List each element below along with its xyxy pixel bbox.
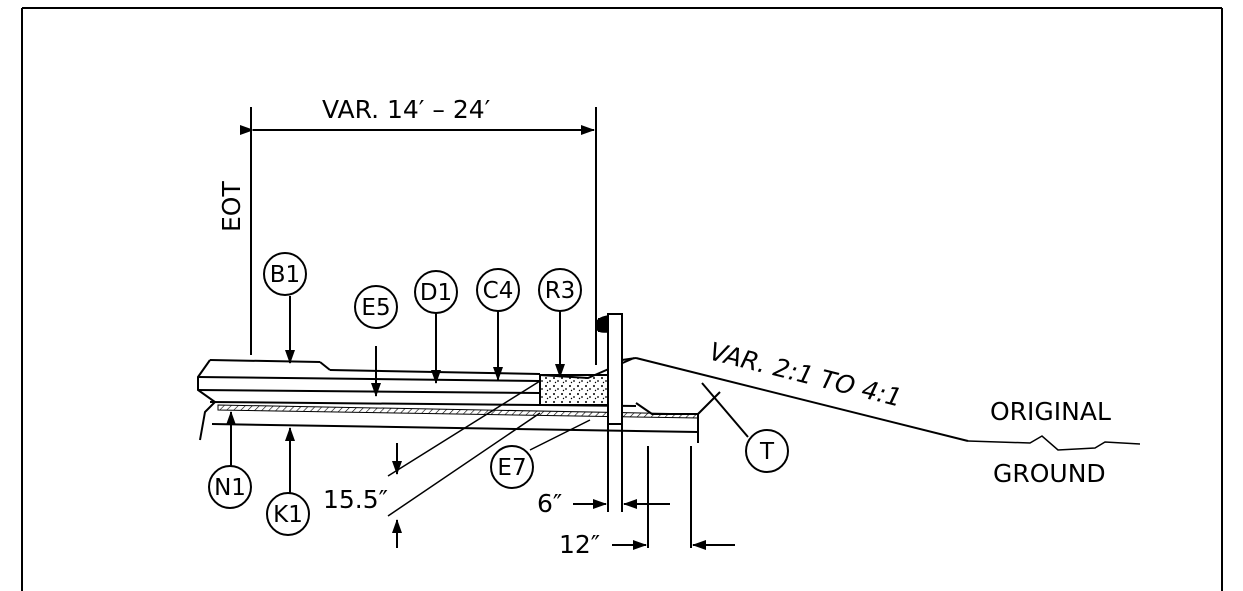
- callout-d1-label: D1: [420, 280, 452, 306]
- post-offset-label: 6″: [537, 489, 562, 518]
- slope-and-ground: [621, 357, 1141, 451]
- callout-leaders: [226, 296, 591, 495]
- callout-n1-label: N1: [214, 475, 246, 501]
- callout-e7-label: E7: [497, 455, 526, 481]
- original-ground-label-top: ORIGINAL: [990, 397, 1111, 426]
- eot-label: EOT: [217, 181, 246, 232]
- callout-k1: K1: [266, 492, 310, 536]
- callout-e5-label: E5: [361, 295, 390, 321]
- callout-r3-label: R3: [545, 278, 576, 304]
- shoulder-width-label: 12″: [559, 530, 600, 559]
- callout-t: T: [745, 429, 789, 473]
- callout-k1-label: K1: [273, 502, 303, 528]
- hatched-layer: [217, 404, 699, 419]
- depth-dimension-label: 15.5″: [323, 485, 388, 514]
- callout-b1-label: B1: [270, 262, 300, 288]
- callout-c4-label: C4: [483, 278, 514, 304]
- callout-b1: B1: [263, 252, 307, 296]
- shoulder-block-r3: [539, 374, 609, 406]
- drawing-frame: [21, 7, 1223, 591]
- callout-d1: D1: [414, 270, 458, 314]
- depth-dimension: 15.5″: [323, 380, 541, 548]
- callout-n1: N1: [208, 465, 252, 509]
- callout-c4: C4: [476, 268, 520, 312]
- callout-r3: R3: [538, 268, 582, 312]
- width-dimension: VAR. 14′ – 24′: [240, 95, 597, 365]
- callout-e7: E7: [490, 445, 534, 489]
- callout-t-label: T: [759, 439, 775, 465]
- original-ground-label-bottom: GROUND: [993, 459, 1106, 488]
- callout-e5: E5: [354, 285, 398, 329]
- offset-dimensions: 6″ 12″: [537, 424, 735, 559]
- width-dimension-label: VAR. 14′ – 24′: [322, 95, 491, 124]
- guardrail-post: [595, 313, 623, 425]
